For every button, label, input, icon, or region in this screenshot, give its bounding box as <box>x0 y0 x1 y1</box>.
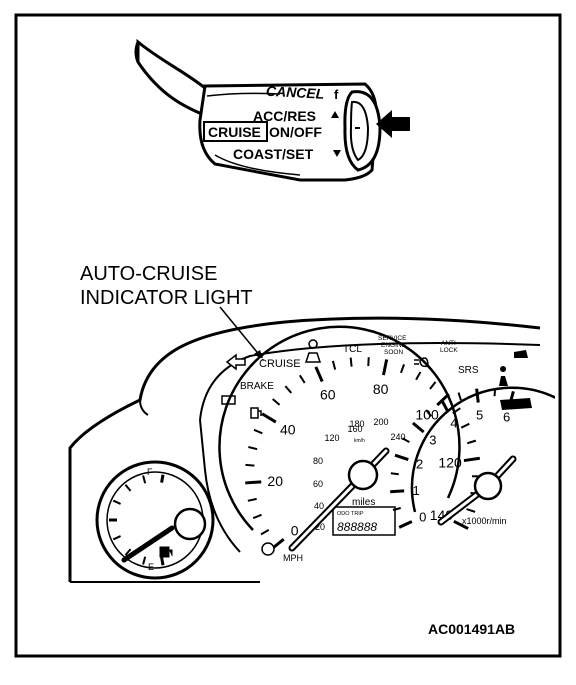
mph-tick-label: 60 <box>320 386 336 402</box>
speedometer-tick <box>467 441 476 444</box>
speedometer-tick <box>261 530 269 535</box>
stalk-cancel-arrow: f <box>334 87 339 102</box>
speedometer-tick <box>467 509 476 512</box>
speedometer-tick <box>416 372 420 380</box>
tachometer-tick <box>441 400 448 412</box>
mph-tick-label: 20 <box>267 473 283 489</box>
speedometer-tick <box>285 386 291 393</box>
tachometer-tick-label: 2 <box>416 456 423 471</box>
mph-tick-label: 40 <box>280 421 296 437</box>
tcl-label: TCL <box>343 344 362 355</box>
mph-tick-label: 100 <box>415 407 439 423</box>
speedometer-tick <box>245 465 254 466</box>
kmh-tick-label: 40 <box>314 501 324 511</box>
cruise-control-stalk: CANCEL f ACC/RES CRUISE ON/OFF COAST/SET <box>136 42 380 180</box>
odometer-value: 888888 <box>337 520 377 534</box>
kmh-unit-label: km/h <box>354 438 365 444</box>
speedometer-tick <box>253 515 261 518</box>
stalk-cancel-label: CANCEL <box>266 83 325 102</box>
warning-lights: CRUISE TCL SERVICE ENGINE SOON ANTI LOCK… <box>222 335 528 418</box>
kmh-tick-label: 180 <box>349 419 364 429</box>
stalk-on-off-label: ON/OFF <box>269 124 322 140</box>
speedometer-tick <box>245 482 261 483</box>
instrument-cluster: F E CRUISE TCL SERVICE ENGINE SOON ANTI … <box>70 318 560 582</box>
callout-line-1: AUTO-CRUISE <box>80 263 217 285</box>
speedometer-tick <box>254 430 262 433</box>
tachometer-tick-label: 5 <box>476 407 483 422</box>
callout-line-2: INDICATOR LIGHT <box>80 287 253 309</box>
tachometer-tick <box>391 473 399 474</box>
tachometer-tick <box>477 389 479 403</box>
redline-band <box>500 398 532 410</box>
speedometer-tick <box>316 367 322 382</box>
tachometer-tick <box>459 393 461 401</box>
anti-lock-line-2: LOCK <box>440 347 458 354</box>
speedometer-tick <box>461 424 469 428</box>
speedometer-tick <box>300 375 305 383</box>
speedometer-tick <box>430 382 436 389</box>
anti-lock-line-1: ANTI <box>441 340 456 347</box>
mph-unit-label: MPH <box>283 553 303 563</box>
speedometer-tick <box>248 499 257 501</box>
stalk-cruise-label: CRUISE <box>208 124 261 140</box>
tachometer-tick-label: 4 <box>450 416 457 431</box>
fuel-tick <box>162 557 163 565</box>
kmh-tick-label: 60 <box>313 479 323 489</box>
fuel-empty-label: E <box>148 562 154 572</box>
srs-label: SRS <box>458 365 479 376</box>
fuel-gauge: F E <box>97 462 213 578</box>
cruise-indicator-label: CRUISE <box>259 358 301 370</box>
fuel-low-icon <box>251 408 261 418</box>
speedometer-tick <box>464 458 480 460</box>
seatbelt-icon <box>306 340 320 362</box>
tachometer-tick <box>395 455 408 459</box>
tachometer-tick-label: 0 <box>419 509 426 524</box>
speedometer-tick <box>401 364 404 372</box>
tachometer-hub <box>475 473 501 499</box>
tachometer-tick <box>413 423 424 432</box>
fuel-full-label: F <box>147 467 153 477</box>
speedometer-tick <box>351 358 352 367</box>
fuel-hub <box>175 509 205 539</box>
speedometer-tick <box>248 447 257 449</box>
tachometer-unit-label: x1000r/min <box>462 516 507 526</box>
mph-tick-label: 0 <box>291 522 299 538</box>
tachometer-tick <box>399 521 412 527</box>
figure-id-label: AC001491AB <box>428 621 515 637</box>
speedometer-hub <box>349 461 377 489</box>
odometer-trip-label: ODO TRIP <box>337 511 364 517</box>
speedometer-tick <box>333 361 335 370</box>
tachometer-tick <box>495 388 496 396</box>
mph-tick-label: 120 <box>438 455 462 471</box>
kmh-tick-label: 120 <box>324 433 339 443</box>
trip-reset-knob <box>262 543 274 555</box>
kmh-tick-label: 240 <box>390 432 405 442</box>
speedometer-tick <box>262 414 276 422</box>
fuel-tick <box>162 475 163 483</box>
brake-label: BRAKE <box>240 381 274 392</box>
tachometer-tick <box>390 491 404 492</box>
mph-tick-label: 80 <box>373 381 389 397</box>
service-engine-soon-line-3: SOON <box>384 349 403 356</box>
kmh-tick-label: 80 <box>313 456 323 466</box>
kmh-tick-label: 200 <box>373 417 388 427</box>
stalk-coast-set-label: COAST/SET <box>233 146 314 162</box>
speedometer-tick <box>383 359 386 375</box>
airbag-person-icon <box>499 366 508 386</box>
tachometer-tick-label: 6 <box>503 409 510 424</box>
door-ajar-icon <box>514 350 528 358</box>
tachometer-tick-label: 3 <box>429 433 436 448</box>
speedometer-tick <box>273 399 280 405</box>
tachometer-tick-label: 1 <box>413 483 420 498</box>
